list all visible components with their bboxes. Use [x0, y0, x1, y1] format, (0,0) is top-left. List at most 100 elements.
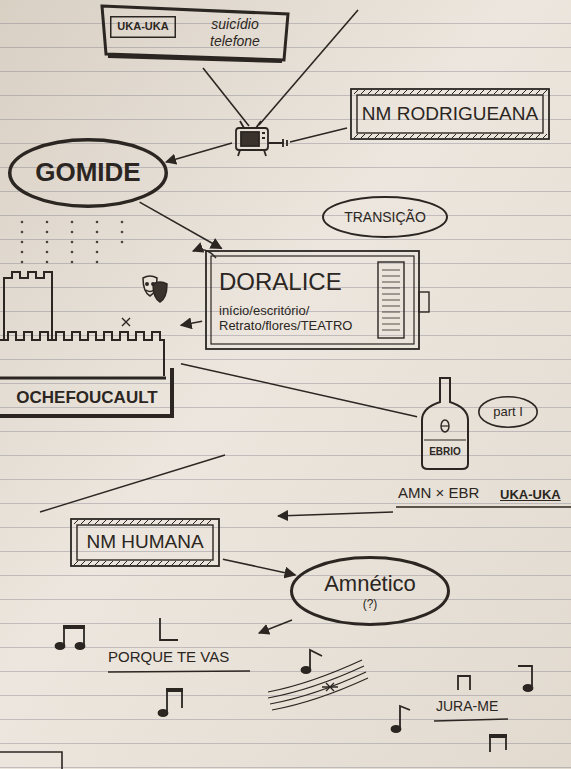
shape-outline: [211, 256, 414, 344]
note-label: JURA-ME: [436, 698, 498, 715]
connector-arrow: [223, 559, 295, 575]
dotted-grid: [21, 261, 24, 264]
dotted-grid: [71, 241, 74, 244]
shape-outline: [206, 251, 419, 349]
dotted-grid: [121, 221, 124, 224]
antenna-lines: [203, 68, 249, 126]
tv-icon: [240, 121, 261, 128]
music-notes: [458, 676, 470, 690]
node-subtext: (?): [363, 597, 378, 611]
dotted-grid: [121, 231, 124, 234]
dotted-grid: [71, 251, 74, 254]
music-notes: [268, 660, 368, 710]
antenna-lines: [259, 10, 358, 125]
dotted-grid: [46, 221, 49, 224]
dotted-grid: [121, 241, 124, 244]
page-fragment: [0, 752, 62, 769]
title-band: NM HUMANA: [70, 518, 220, 567]
theatre-masks: [152, 283, 154, 285]
amn-ebr-rule: [278, 512, 393, 516]
node-text: OCHEFOUCAULT: [16, 388, 157, 408]
music-notes: [76, 643, 85, 649]
shape-outline: [351, 89, 549, 139]
shape-outline: [10, 140, 167, 207]
shape-outline: [357, 95, 543, 133]
castle-wall: [0, 332, 164, 376]
shape-outline: [422, 378, 468, 469]
page-fragment: [0, 752, 62, 769]
dotted-grid: [96, 221, 99, 224]
dotted-grid: [21, 231, 24, 234]
music-notes: [310, 650, 322, 668]
title-underline: [434, 719, 508, 721]
hatching: [354, 90, 547, 138]
dotted-grid: [46, 261, 49, 264]
sketch-panel-outline: [100, 4, 290, 62]
title-band: NM RODRIGUEANA: [350, 88, 550, 140]
music-notes: [166, 688, 183, 692]
bottle-mark: [441, 425, 449, 426]
amn-ebr-rule: [40, 455, 225, 512]
shape-outline: [77, 525, 213, 560]
shape-outline: [323, 197, 447, 237]
music-notes: [518, 666, 532, 686]
dotted-grid: [46, 241, 49, 244]
music-notes: [167, 690, 182, 712]
music-notes: [302, 667, 311, 673]
dotted-grid: [96, 251, 99, 254]
shape-outline: [292, 558, 449, 625]
note-label: PORQUE TE VAS: [108, 648, 229, 666]
shape-outline: [102, 6, 288, 60]
dotted-grid: [71, 261, 74, 264]
leader-line: [166, 128, 347, 162]
node-text: suicídio telefone: [192, 16, 278, 50]
castle-figure: OCHEFOUCAULT: [0, 268, 178, 418]
music-notes: [489, 734, 507, 738]
dotted-grid: [21, 221, 24, 224]
music-notes: [392, 726, 401, 732]
node-subtext: início/escritório/ Retrato/flores/TEATRO: [219, 303, 370, 334]
tv-icon: [268, 139, 287, 147]
bottle-figure: EBRIO: [420, 376, 470, 470]
connector-arrow: [181, 321, 202, 325]
music-notes: [322, 683, 338, 691]
note-label: UKA-UKA: [500, 487, 561, 503]
sketch-panel: suicídio telefone UKA-UKA: [100, 4, 290, 62]
music-notes: [56, 618, 533, 752]
dotted-grid: [71, 231, 74, 234]
castle-base: [0, 377, 166, 380]
node-text: UKA-UKA: [117, 20, 168, 33]
connector-arrow: [181, 364, 417, 417]
bottle-label: [424, 440, 466, 441]
leader-line: [166, 143, 232, 162]
music-notes: [56, 643, 65, 649]
scene-box: DORALICEinício/escritório/ Retrato/flore…: [205, 250, 420, 350]
tv-icon: [236, 128, 268, 150]
cross-mark: [122, 318, 130, 326]
note-ellipse: part I: [478, 396, 538, 428]
title-underline: [108, 671, 508, 721]
note-label: AMN × EBR: [398, 484, 479, 502]
shape-outline: [71, 519, 219, 566]
theatre-masks: [153, 282, 167, 302]
small-arrow: [259, 620, 292, 633]
music-notes: [490, 736, 506, 752]
dotted-grid: [71, 221, 74, 224]
connector-arrow: [140, 202, 222, 248]
hatching: [74, 520, 211, 565]
node-text: part I: [493, 404, 523, 420]
node-text: Amnético: [324, 571, 416, 597]
name-ellipse: Amnético(?): [290, 556, 450, 626]
dotted-grid: [46, 251, 49, 254]
amn-ebr-rule: [40, 455, 571, 516]
tag-box: UKA-UKA: [110, 16, 176, 38]
name-ellipse: GOMIDE: [8, 138, 168, 208]
side-panel: [378, 262, 404, 338]
dotted-grid: [21, 221, 124, 264]
small-arrow: [259, 620, 292, 633]
music-notes: [400, 706, 410, 728]
castle-base: [0, 368, 174, 418]
dotted-grid: [96, 241, 99, 244]
tv-icon: [241, 132, 259, 146]
